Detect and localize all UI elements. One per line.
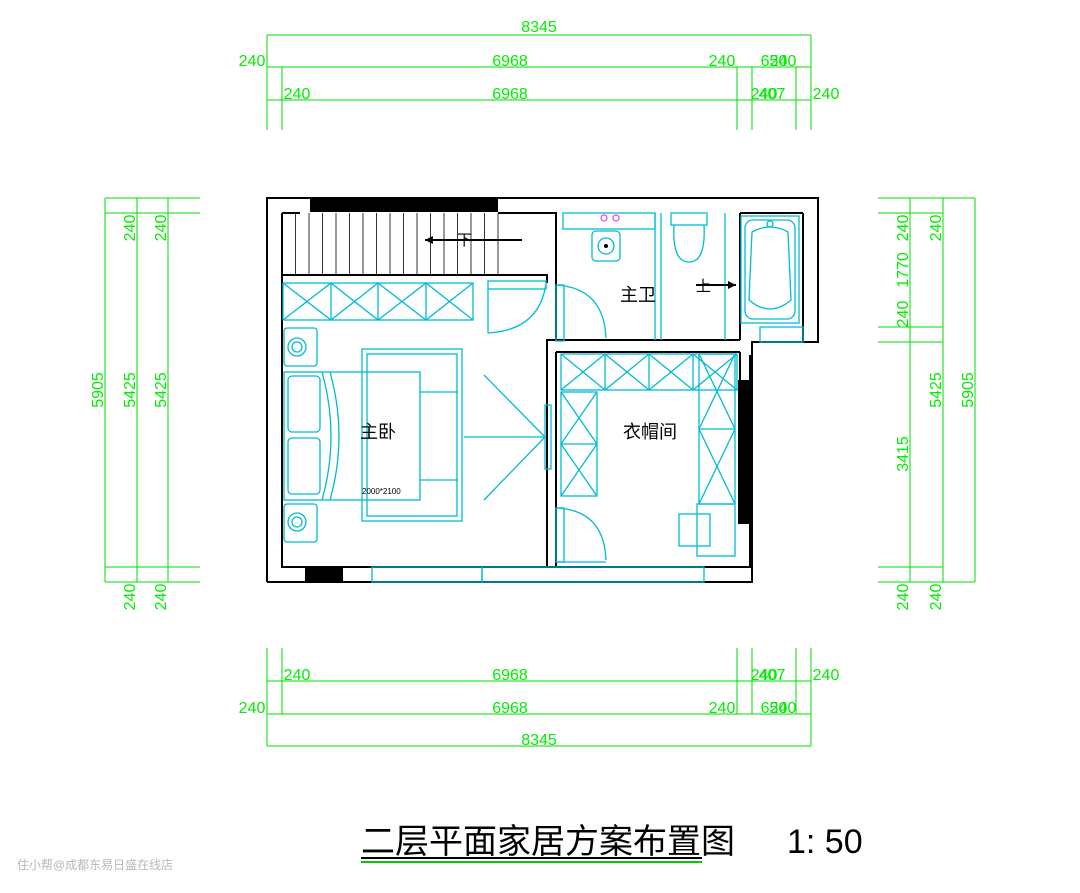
bathroom-fixtures	[562, 212, 800, 340]
cloakroom-door	[555, 507, 607, 563]
room-label-cloakroom: 衣帽间	[623, 422, 677, 442]
dim-bottom-r2-mid: 6968	[492, 700, 528, 717]
dim-right-total: 5905	[960, 372, 977, 408]
dim-top-r3-left: 240	[284, 86, 311, 103]
dim-bottom-r1-left: 240	[284, 667, 311, 684]
bottom-dimension-lines	[266, 648, 812, 747]
dim-right-seg-top2: 240	[928, 215, 945, 242]
dim-right-seg-240: 240	[895, 301, 912, 328]
dim-bottom-r2-c: 240	[770, 700, 797, 717]
dim-top-r2-b: 650	[761, 53, 788, 70]
nightstand-bottom	[283, 503, 318, 543]
dim-left-t2: 240	[153, 215, 170, 242]
dim-right-seg-top1: 240	[895, 215, 912, 242]
windows	[371, 326, 804, 583]
dim-left-total: 5905	[90, 372, 107, 408]
dim-left-mid1: 5425	[122, 372, 139, 408]
window-bottom-left	[371, 566, 483, 583]
dim-right-mid: 5425	[928, 372, 945, 408]
dim-top-r2-mid: 6968	[492, 53, 528, 70]
drawing-title: 二层平面家居方案布置图	[361, 823, 735, 861]
dim-left-b2: 240	[153, 584, 170, 611]
window-bottom-right	[481, 566, 705, 583]
dim-top-r2-a: 240	[709, 53, 736, 70]
dim-top-r3-b: 407	[759, 86, 786, 103]
watermark: 住小帮@成都东易日盛在线店	[17, 857, 173, 872]
dim-bottom-r1-c: 240	[813, 667, 840, 684]
stair-down-label: 下	[457, 232, 472, 249]
exterior-walls	[266, 197, 819, 583]
dim-bottom-r1-b: 407	[759, 667, 786, 684]
dim-top-r3-mid: 6968	[492, 86, 528, 103]
step-arrow-icon	[728, 281, 736, 289]
wall-solid-right	[738, 380, 752, 524]
dim-bottom-r2-a: 240	[709, 700, 736, 717]
dim-top-r2-left: 240	[239, 53, 266, 70]
drawing-scale: 1: 50	[787, 823, 863, 861]
dim-left-t1: 240	[122, 215, 139, 242]
staircase	[281, 213, 499, 275]
window-bath	[759, 326, 804, 343]
bed	[283, 348, 463, 522]
dim-bottom-r1-a: 240	[751, 667, 778, 684]
dim-right-b1: 240	[895, 584, 912, 611]
dim-top-r3-c: 240	[813, 86, 840, 103]
room-label-master-bath: 主卫	[620, 285, 656, 305]
bathroom-door	[555, 284, 607, 342]
dim-right-b2: 240	[928, 584, 945, 611]
bed-size-label: 2000*2100	[362, 487, 401, 496]
bedroom-door	[487, 280, 547, 334]
cloakroom-opening	[464, 374, 552, 501]
cloakroom-wardrobes	[560, 353, 738, 557]
dim-bottom-total: 8345	[521, 732, 557, 749]
dim-bottom-r2-b: 650	[761, 700, 788, 717]
dim-top-r2-c: 240	[770, 53, 797, 70]
left-dimension-lines	[104, 197, 200, 583]
dim-top-total: 8345	[521, 19, 557, 36]
stair-arrow-icon	[425, 236, 433, 244]
step-up-label: 上	[696, 278, 711, 295]
dim-bottom-r1-mid: 6968	[492, 667, 528, 684]
room-label-master-bedroom: 主卧	[360, 422, 396, 442]
dim-top-r3-a: 240	[751, 86, 778, 103]
dim-bottom-r2-left: 240	[239, 700, 266, 717]
wall-solid-bottom	[305, 567, 343, 582]
dim-left-b1: 240	[122, 584, 139, 611]
dim-left-mid2: 5425	[153, 372, 170, 408]
dim-right-seg-1770: 1770	[895, 252, 912, 288]
top-dimension-lines	[266, 34, 812, 130]
dim-right-seg-3415: 3415	[895, 436, 912, 472]
wardrobe-top	[282, 282, 474, 321]
right-dimension-lines	[878, 197, 976, 583]
nightstand-top	[283, 327, 318, 367]
wall-solid-top	[310, 198, 498, 212]
